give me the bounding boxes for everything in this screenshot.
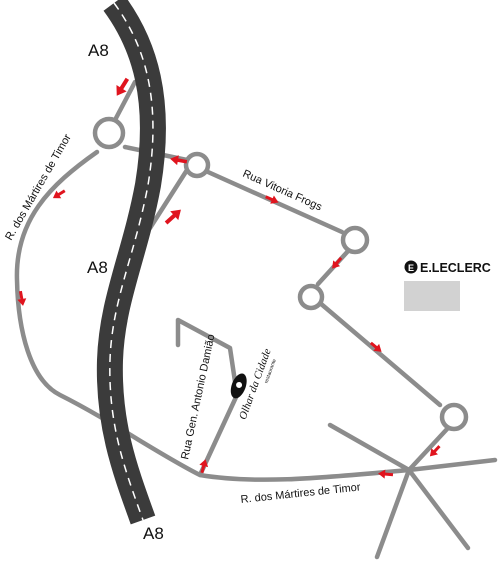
roundabout-leclerc: [297, 283, 325, 311]
arrow-vitoria-frogs: [265, 195, 279, 204]
eye-pupil-icon: [236, 381, 243, 388]
arrow-gen-damiao: [199, 459, 209, 474]
roundabout-south-east: [439, 402, 469, 432]
label-a8-middle: A8: [87, 258, 108, 277]
leclerc-building: [404, 281, 460, 311]
road-connector-3: [406, 425, 451, 473]
arrow-ramp-south: [164, 209, 181, 225]
arrow-connector-2: [369, 341, 382, 352]
arrow-roundabout-link: [170, 155, 188, 166]
leclerc-logo-letter: E: [408, 263, 414, 273]
road-junction-northwest: [327, 422, 412, 473]
leclerc-name: E.LECLERC: [420, 261, 491, 275]
arrow-martires-left-mid: [17, 290, 27, 306]
direction-arrows: [17, 77, 441, 479]
label-gen-antonio-damiao: Rua Gen. Antonio Damião: [179, 333, 217, 461]
leclerc-logo: E E.LECLERC: [404, 260, 491, 275]
label-a8-top: A8: [88, 41, 109, 60]
leclerc-logo-mark: [404, 260, 418, 274]
local-roads: [14, 79, 498, 560]
road-martires-de-timor: [14, 149, 412, 482]
label-martires-left: R. dos Mártires de Timor: [3, 132, 74, 243]
arrow-martires-bottom: [378, 469, 394, 479]
road-ramp-north: [112, 79, 138, 123]
arrow-connector-1: [332, 256, 343, 269]
roundabout-vitoria-frogs: [340, 225, 370, 255]
road-connector-2: [317, 300, 443, 408]
label-a8-bottom: A8: [143, 524, 164, 543]
a8-highway-center-dash: [109, 2, 154, 521]
label-martires-bottom: R. dos Mártires de Timor: [240, 481, 361, 506]
arrow-martires-left-top: [52, 189, 66, 199]
road-junction-south: [374, 467, 412, 560]
a8-highway: [96, 0, 166, 525]
roundabout-a8-west: [92, 116, 126, 150]
road-junction-east: [406, 457, 498, 473]
roundabout-a8-east: [183, 151, 211, 179]
road-ramp-south: [147, 167, 190, 231]
arrow-connector-3: [429, 445, 441, 457]
roundabouts: [92, 116, 469, 432]
road-junction-southeast: [406, 467, 471, 551]
road-gen-antonio-damiao: [175, 317, 240, 478]
arrow-ramp-north: [116, 77, 130, 96]
